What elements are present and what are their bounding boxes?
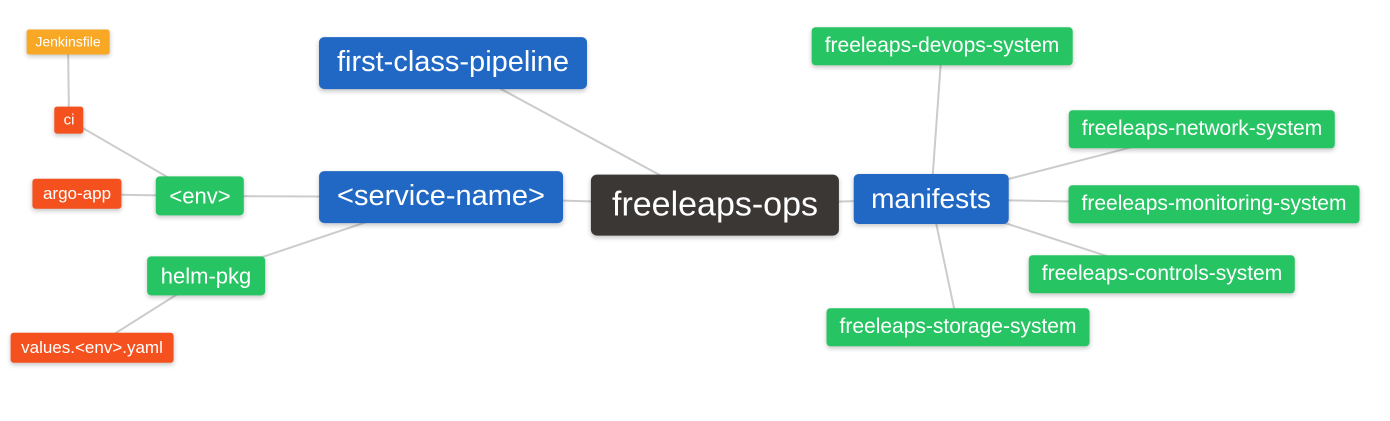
node-freeleaps-network-system[interactable]: freeleaps-network-system bbox=[1068, 110, 1336, 148]
node-freeleaps-devops-system[interactable]: freeleaps-devops-system bbox=[811, 27, 1073, 65]
node-ci[interactable]: ci bbox=[54, 106, 84, 134]
node-freeleaps-controls-system[interactable]: freeleaps-controls-system bbox=[1028, 255, 1296, 293]
edge-manifests--freeleaps-devops-system bbox=[930, 45, 943, 200]
node-jenkinsfile[interactable]: Jenkinsfile bbox=[26, 29, 110, 55]
node-freeleaps-monitoring-system[interactable]: freeleaps-monitoring-system bbox=[1068, 185, 1360, 223]
node-helm-pkg[interactable]: helm-pkg bbox=[147, 256, 265, 296]
node-freeleaps-storage-system[interactable]: freeleaps-storage-system bbox=[826, 308, 1090, 346]
node-env[interactable]: <env> bbox=[155, 176, 245, 216]
node-values-env-yaml[interactable]: values.<env>.yaml bbox=[10, 332, 174, 364]
node-argo-app[interactable]: argo-app bbox=[32, 178, 122, 210]
node-first-class-pipeline[interactable]: first-class-pipeline bbox=[318, 37, 588, 89]
node-service-name[interactable]: <service-name> bbox=[319, 171, 563, 223]
node-manifests[interactable]: manifests bbox=[853, 173, 1009, 225]
node-freeleaps-ops[interactable]: freeleaps-ops bbox=[590, 174, 840, 236]
